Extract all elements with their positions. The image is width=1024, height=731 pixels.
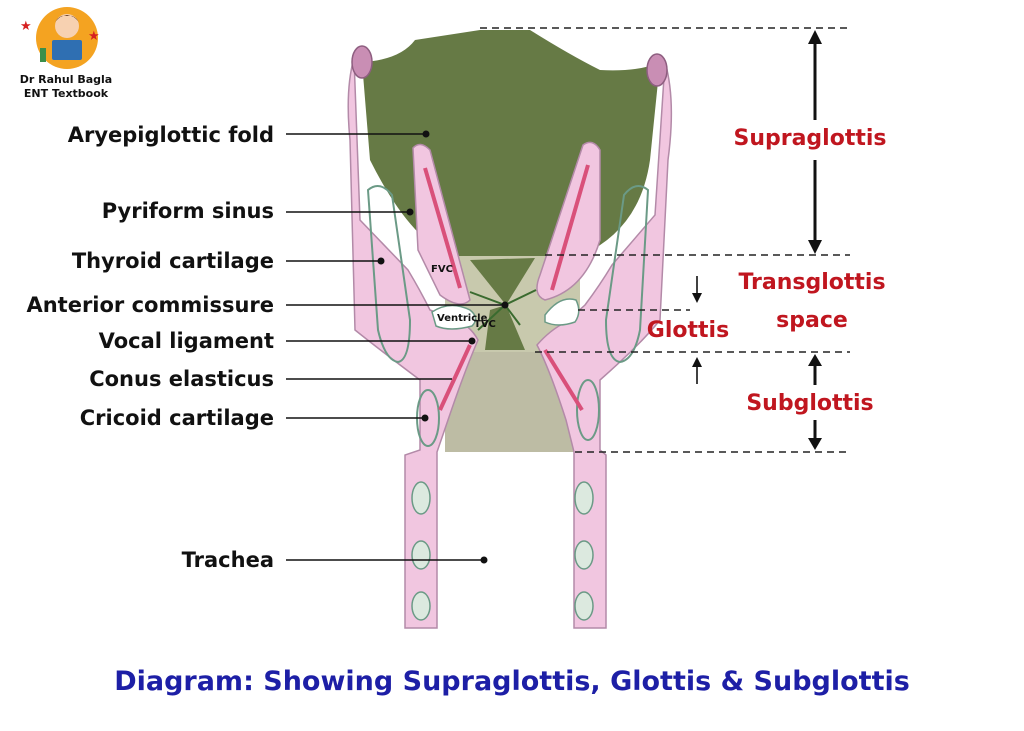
arrowhead-up-icon	[808, 354, 822, 366]
tracheal-ring	[574, 591, 594, 621]
leader-dot	[421, 414, 429, 422]
label-thyroid-cartilage: Thyroid cartilage	[72, 249, 274, 273]
leader-dot	[501, 301, 509, 309]
tracheal-ring	[411, 591, 431, 621]
avatar	[55, 14, 79, 38]
left-vestibular-ligament	[423, 167, 462, 289]
airway-regions	[362, 30, 660, 452]
label-anterior-commissure: Anterior commissure	[26, 293, 274, 317]
label-aryepiglottic-fold: Aryepiglottic fold	[68, 123, 274, 147]
zone-transglottis: Transglottis	[738, 270, 885, 295]
arrowhead-down-icon	[692, 293, 702, 303]
glottic-area	[485, 305, 525, 350]
laptop-icon	[52, 40, 82, 60]
fvc-label: FVC	[431, 264, 453, 275]
logo-subtitle: ENT Textbook	[24, 87, 109, 100]
right-thyroid-cartilage	[604, 185, 650, 364]
label-conus-elasticus: Conus elasticus	[89, 367, 274, 391]
right-wall-tissue	[536, 61, 673, 629]
leader-dot	[468, 337, 476, 345]
supraglottis-region	[362, 30, 660, 256]
zone-markers: Supraglottis Transglottis space Glottis …	[480, 27, 887, 453]
label-cricoid-cartilage: Cricoid cartilage	[80, 406, 274, 430]
left-laryngeal-wall	[347, 45, 479, 629]
left-cuneiform-knob	[351, 45, 373, 79]
zone-glottis: Glottis	[647, 318, 729, 343]
logo: ★ ★ Dr Rahul Bagla ENT Textbook	[20, 7, 112, 100]
arrowhead-down-icon	[808, 240, 822, 254]
right-laryngeal-wall	[536, 53, 673, 629]
leader-dot	[406, 208, 414, 216]
tracheal-ring	[411, 540, 431, 570]
label-trachea: Trachea	[182, 548, 274, 572]
star-icon: ★	[20, 19, 32, 34]
tracheal-ring	[574, 540, 594, 570]
arrowhead-down-icon	[808, 438, 822, 450]
arrowhead-up-icon	[808, 30, 822, 44]
figure-caption: Diagram: Showing Supraglottis, Glottis &…	[114, 666, 910, 697]
zone-supraglottis: Supraglottis	[733, 126, 886, 151]
zone-subglottis: Subglottis	[746, 391, 873, 416]
tracheal-ring	[574, 481, 594, 515]
right-cricoid-cartilage	[576, 379, 600, 441]
ventricle-label: Ventricle	[437, 313, 488, 324]
leader-dot	[480, 556, 488, 564]
right-cuneiform-knob	[646, 53, 668, 87]
avatar-hair	[55, 15, 79, 22]
tracheal-ring	[411, 481, 431, 515]
label-pyriform-sinus: Pyriform sinus	[102, 199, 274, 223]
right-vestibular-ligament	[550, 164, 590, 291]
left-wall-tissue	[347, 57, 479, 629]
right-conus-elasticus	[543, 348, 584, 412]
leader-dot	[422, 130, 430, 138]
leader-dot	[377, 257, 385, 265]
arrowhead-up-icon	[692, 357, 702, 367]
tvc-label: TVC	[474, 319, 496, 330]
star-icon: ★	[88, 29, 100, 44]
label-vocal-ligament: Vocal ligament	[99, 329, 274, 353]
bottle-icon	[40, 48, 46, 62]
left-thyroid-cartilage	[366, 185, 412, 364]
right-ventricle	[544, 298, 580, 326]
logo-name: Dr Rahul Bagla	[20, 73, 112, 86]
zone-transglottis-space: space	[776, 308, 848, 333]
glottic-area	[470, 258, 535, 305]
left-labels: Aryepiglottic fold Pyriform sinus Thyroi…	[26, 123, 509, 572]
left-conus-elasticus	[438, 344, 472, 411]
